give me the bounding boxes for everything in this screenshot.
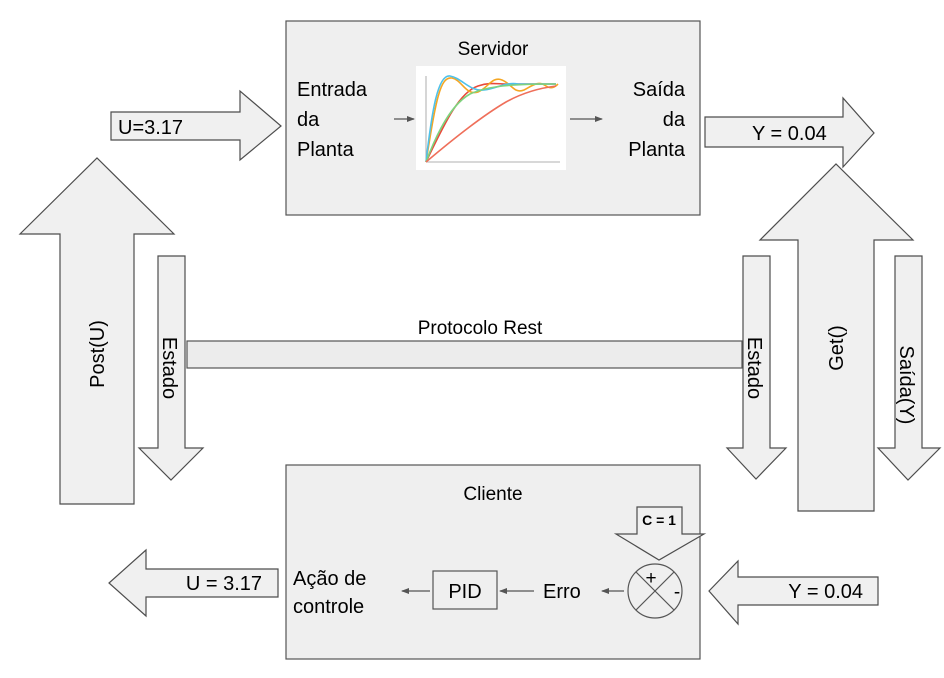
- response-curve-4: [425, 83, 557, 163]
- estado-left-label: Estado: [158, 337, 180, 399]
- acao-label-2: controle: [293, 596, 364, 618]
- y-input-label: Y = 0.04: [788, 581, 863, 603]
- get-arrow: [758, 163, 915, 512]
- sum-minus-sign: -: [674, 582, 680, 603]
- estado-left-arrow: [137, 255, 205, 481]
- u-output-label: U = 3.17: [186, 573, 262, 595]
- u-input-arrow: [110, 89, 282, 162]
- setpoint-arrow: [613, 506, 707, 561]
- saida-y-arrow: [876, 255, 942, 481]
- cliente-box: [285, 464, 701, 660]
- erro-label: Erro: [543, 581, 581, 603]
- acao-label-1: Ação de: [293, 568, 366, 590]
- get-label: Get(): [826, 325, 848, 371]
- post-arrow: [18, 157, 176, 505]
- y-output-label: Y = 0.04: [752, 123, 827, 145]
- protocolo-label: Protocolo Rest: [418, 318, 543, 339]
- protocolo-bar: [186, 340, 743, 369]
- summing-junction: + -: [627, 563, 683, 619]
- saida-label-1: Saída: [633, 79, 686, 101]
- sum-plus-sign: +: [645, 568, 656, 589]
- response-curve-2: [425, 77, 559, 163]
- saida-label-3: Planta: [628, 139, 686, 161]
- entrada-label-1: Entrada: [297, 79, 368, 101]
- response-curve-1: [425, 82, 556, 163]
- u-input-label: U=3.17: [118, 117, 183, 139]
- plant-response-plot: [416, 66, 566, 170]
- pid-label: PID: [448, 581, 481, 603]
- saida-y-label: Saída(Y): [895, 346, 917, 425]
- cliente-title: Cliente: [463, 484, 522, 505]
- estado-right-label: Estado: [743, 337, 765, 399]
- pid-block: [432, 570, 498, 610]
- response-curve-5: [425, 85, 557, 163]
- summing-cross-b: [635, 571, 675, 611]
- setpoint-label: C = 1: [642, 512, 676, 528]
- saida-label-2: da: [663, 109, 686, 131]
- estado-right-arrow: [725, 255, 788, 480]
- y-input-arrow: [708, 559, 879, 626]
- y-output-arrow: [704, 96, 875, 169]
- servidor-title: Servidor: [458, 39, 529, 60]
- entrada-label-2: da: [297, 109, 320, 131]
- post-label: Post(U): [87, 320, 109, 388]
- entrada-label-3: Planta: [297, 139, 355, 161]
- u-output-arrow: [108, 548, 279, 618]
